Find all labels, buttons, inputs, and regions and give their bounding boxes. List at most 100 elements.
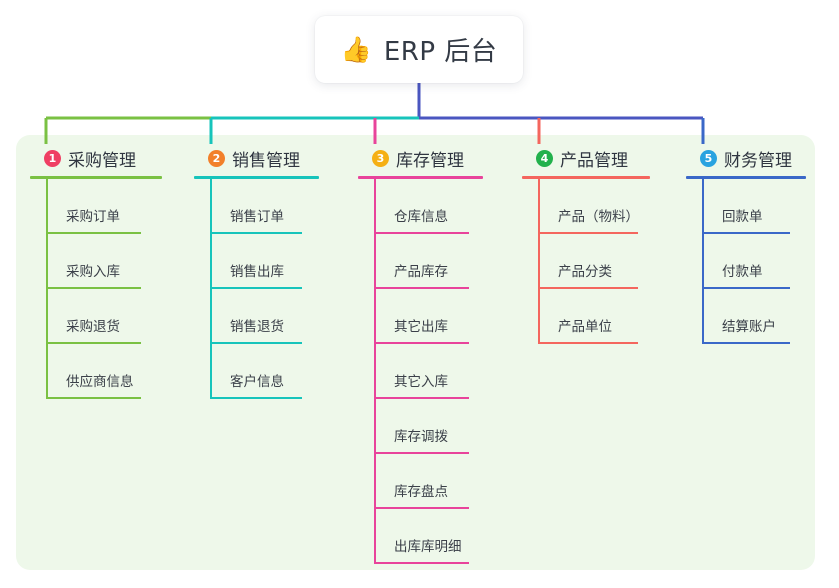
leaf-label: 产品单位 [558, 319, 612, 335]
leaf-label: 销售退货 [230, 319, 284, 335]
leaf-label: 供应商信息 [66, 374, 134, 390]
thumbs-up-icon: 👍 [340, 35, 372, 64]
leaf-item[interactable]: 付款单 [686, 234, 806, 289]
leaf-item[interactable]: 采购订单 [30, 179, 162, 234]
leaf-label: 采购订单 [66, 209, 120, 225]
leaf-item[interactable]: 库存盘点 [358, 454, 483, 509]
leaf-rule [538, 342, 638, 344]
leaf-rule [374, 232, 469, 234]
leaf-item[interactable]: 仓库信息 [358, 179, 483, 234]
leaf-list-3: 仓库信息产品库存其它出库其它入库库存调拨库存盘点出库库明细 [358, 179, 483, 564]
leaf-rule [210, 342, 302, 344]
leaf-rule [702, 342, 790, 344]
leaf-label: 库存调拨 [394, 429, 448, 445]
branch-stem-4 [538, 179, 540, 344]
leaf-item[interactable]: 回款单 [686, 179, 806, 234]
leaf-rule [538, 232, 638, 234]
leaf-item[interactable]: 供应商信息 [30, 344, 162, 399]
branch-stem-2 [210, 179, 212, 399]
leaf-item[interactable]: 产品（物料） [522, 179, 650, 234]
leaf-label: 产品（物料） [558, 209, 639, 225]
root-node[interactable]: 👍 ERP 后台 [315, 16, 523, 83]
leaf-rule [46, 287, 141, 289]
branch-badge-2: 2 [208, 149, 225, 167]
leaf-item[interactable]: 产品单位 [522, 289, 650, 344]
leaf-label: 回款单 [722, 209, 763, 225]
leaf-item[interactable]: 产品分类 [522, 234, 650, 289]
leaf-rule [374, 562, 469, 564]
leaf-label: 客户信息 [230, 374, 284, 390]
leaf-label: 其它出库 [394, 319, 448, 335]
branch-header-4[interactable]: 4 产品管理 [522, 145, 650, 171]
branch-title-5: 财务管理 [724, 150, 792, 171]
leaf-item[interactable]: 产品库存 [358, 234, 483, 289]
leaf-item[interactable]: 其它出库 [358, 289, 483, 344]
leaf-list-4: 产品（物料） 产品分类产品单位 [522, 179, 650, 344]
branch-rule-4 [522, 176, 650, 179]
leaf-rule [374, 507, 469, 509]
branch-header-1[interactable]: 1 采购管理 [30, 145, 162, 171]
branch-badge-1: 1 [44, 149, 61, 167]
leaf-list-2: 销售订单销售出库销售退货客户信息 [194, 179, 319, 399]
branch-stem-3 [374, 179, 376, 564]
branch-rule-5 [686, 176, 806, 179]
branch-title-3: 库存管理 [396, 150, 464, 171]
leaf-item[interactable]: 销售订单 [194, 179, 319, 234]
leaf-rule [538, 287, 638, 289]
leaf-label: 产品库存 [394, 264, 448, 280]
branch-rule-3 [358, 176, 483, 179]
leaf-rule [374, 452, 469, 454]
branch-column-5: 5 财务管理回款单付款单结算账户 [686, 145, 806, 344]
leaf-label: 库存盘点 [394, 484, 448, 500]
branch-header-2[interactable]: 2 销售管理 [194, 145, 319, 171]
leaf-label: 销售订单 [230, 209, 284, 225]
branch-badge-3: 3 [372, 149, 389, 167]
leaf-label: 采购入库 [66, 264, 120, 280]
branch-badge-4: 4 [536, 149, 553, 167]
leaf-label: 结算账户 [722, 319, 776, 335]
branch-stem-1 [46, 179, 48, 399]
leaf-item[interactable]: 采购入库 [30, 234, 162, 289]
leaf-label: 产品分类 [558, 264, 612, 280]
branch-title-2: 销售管理 [232, 150, 300, 171]
leaf-item[interactable]: 结算账户 [686, 289, 806, 344]
leaf-list-5: 回款单付款单结算账户 [686, 179, 806, 344]
branch-title-1: 采购管理 [68, 150, 136, 171]
branch-stem-5 [702, 179, 704, 344]
leaf-rule [46, 397, 141, 399]
leaf-label: 其它入库 [394, 374, 448, 390]
leaf-item[interactable]: 客户信息 [194, 344, 319, 399]
leaf-rule [46, 232, 141, 234]
leaf-item[interactable]: 销售出库 [194, 234, 319, 289]
leaf-label: 出库库明细 [394, 539, 462, 555]
branch-column-3: 3 库存管理仓库信息产品库存其它出库其它入库库存调拨库存盘点出库库明细 [358, 145, 483, 564]
branch-column-1: 1 采购管理采购订单采购入库采购退货供应商信息 [30, 145, 162, 399]
branch-header-3[interactable]: 3 库存管理 [358, 145, 483, 171]
leaf-rule [374, 397, 469, 399]
leaf-label: 销售出库 [230, 264, 284, 280]
leaf-list-1: 采购订单采购入库采购退货供应商信息 [30, 179, 162, 399]
leaf-item[interactable]: 库存调拨 [358, 399, 483, 454]
leaf-rule [210, 397, 302, 399]
leaf-item[interactable]: 出库库明细 [358, 509, 483, 564]
leaf-item[interactable]: 销售退货 [194, 289, 319, 344]
leaf-rule [46, 342, 141, 344]
branch-title-4: 产品管理 [560, 150, 628, 171]
branch-column-4: 4 产品管理产品（物料） 产品分类产品单位 [522, 145, 650, 344]
leaf-rule [374, 342, 469, 344]
leaf-rule [702, 287, 790, 289]
leaf-label: 仓库信息 [394, 209, 448, 225]
leaf-label: 采购退货 [66, 319, 120, 335]
root-title: ERP 后台 [383, 37, 498, 67]
branch-badge-5: 5 [700, 149, 717, 167]
branch-rule-1 [30, 176, 162, 179]
branch-column-2: 2 销售管理销售订单销售出库销售退货客户信息 [194, 145, 319, 399]
branch-header-5[interactable]: 5 财务管理 [686, 145, 806, 171]
leaf-rule [374, 287, 469, 289]
leaf-rule [702, 232, 790, 234]
branch-rule-2 [194, 176, 319, 179]
leaf-item[interactable]: 采购退货 [30, 289, 162, 344]
leaf-item[interactable]: 其它入库 [358, 344, 483, 399]
branches-panel [16, 135, 815, 570]
